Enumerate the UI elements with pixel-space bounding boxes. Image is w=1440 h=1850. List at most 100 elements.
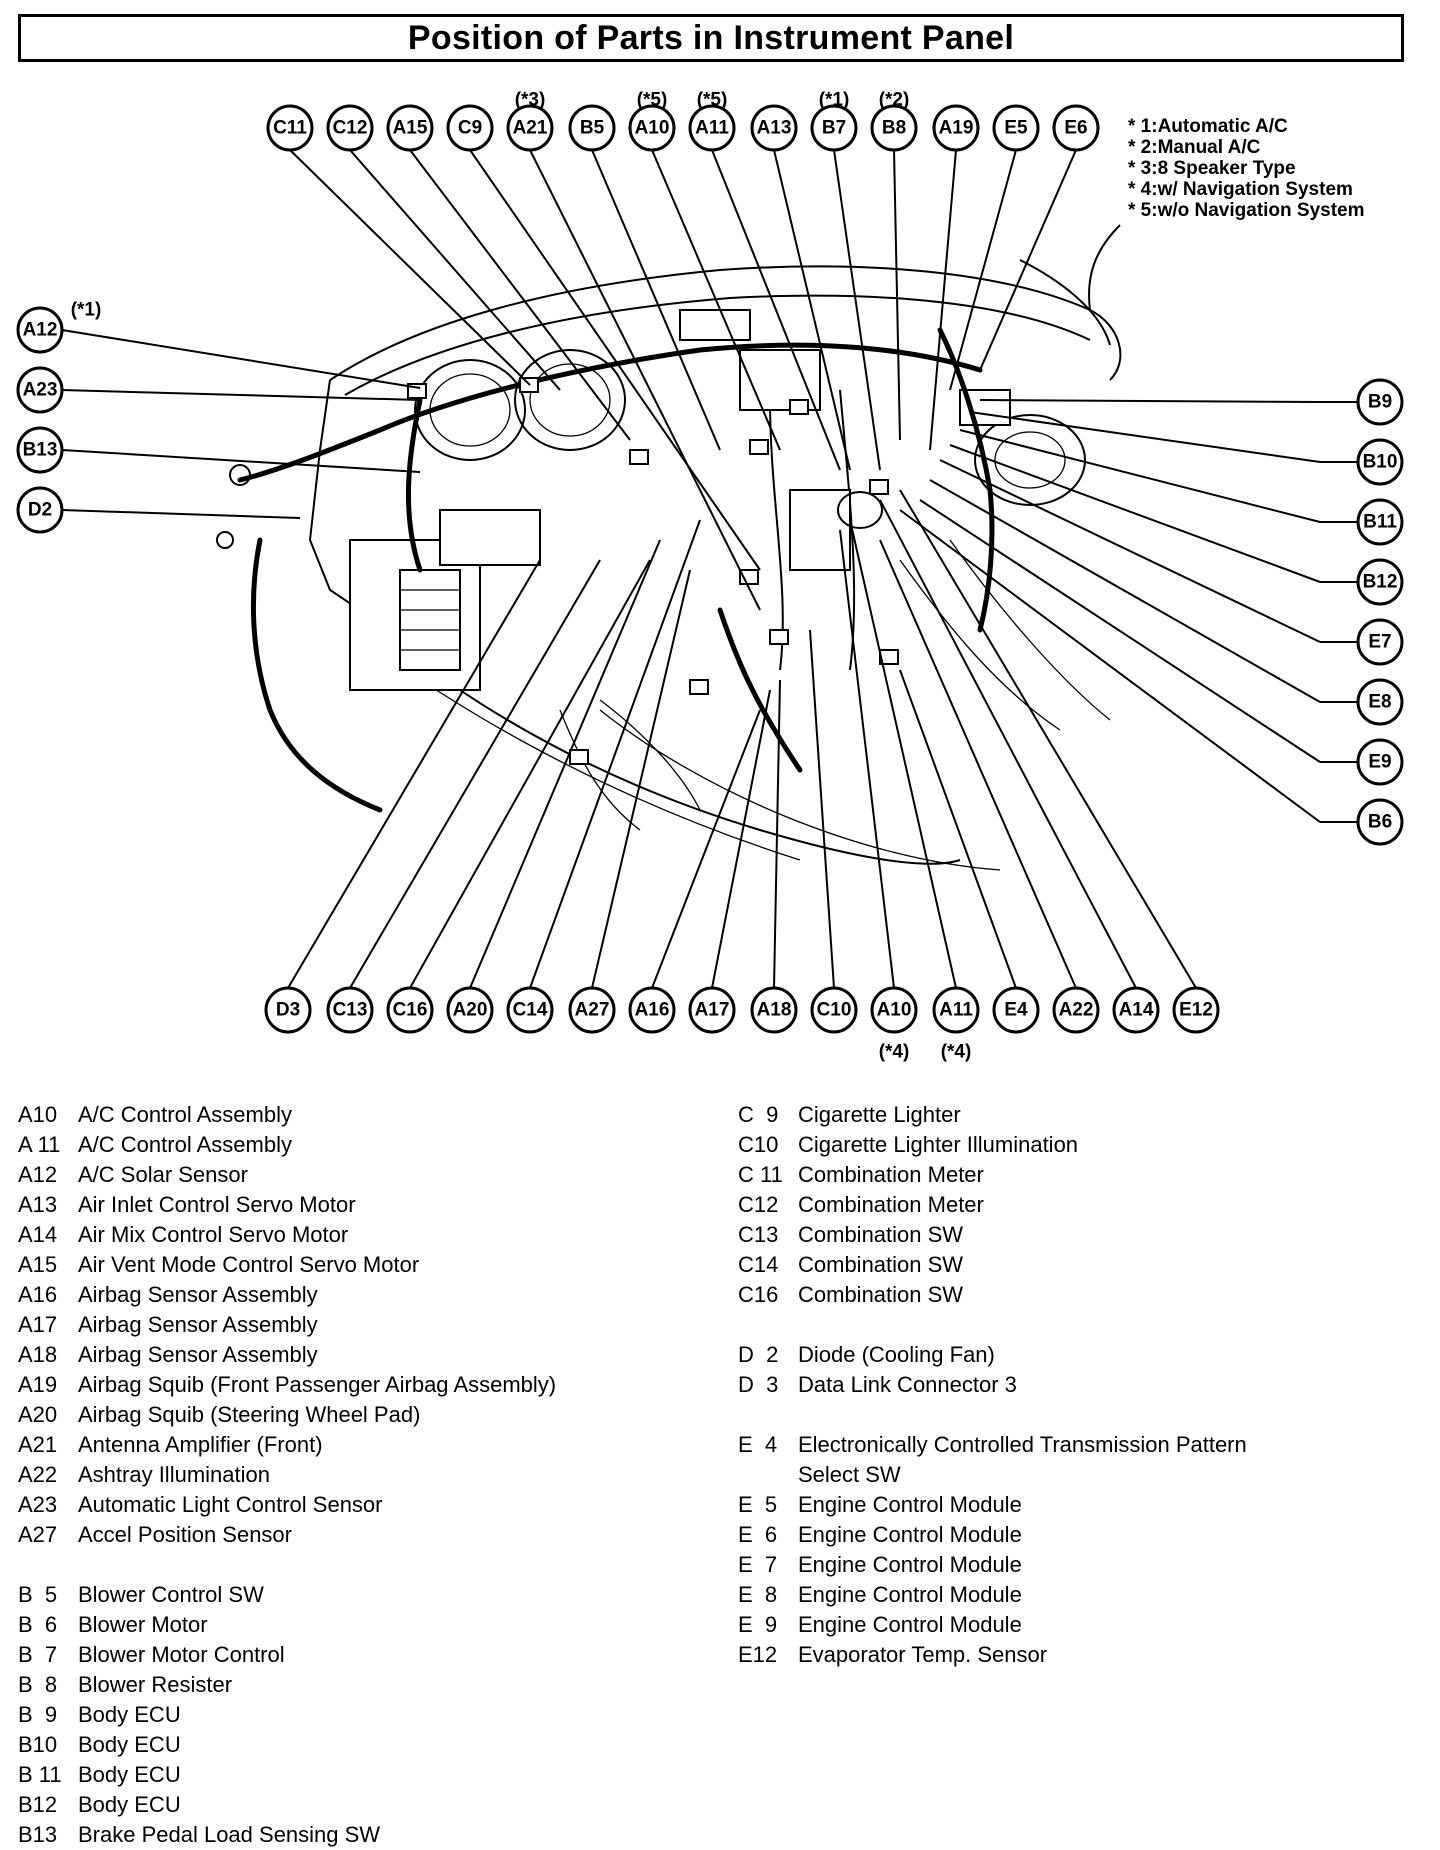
leader-line — [879, 499, 1137, 989]
part-code: C10 — [738, 1132, 779, 1157]
part-name: Combination SW — [798, 1222, 964, 1247]
part-code: E12 — [738, 1642, 778, 1667]
part-code: B13 — [18, 1822, 58, 1847]
callout-bottom-e12: E12 — [1172, 986, 1220, 1034]
legend-note-1: * 1:Automatic A/C — [1128, 116, 1288, 137]
leader-line — [949, 444, 1321, 583]
leader-line — [61, 329, 421, 389]
callout-top-b5: B5 — [568, 104, 616, 152]
part-code: A27 — [18, 1522, 58, 1547]
callout-top-a15: A15 — [386, 104, 434, 152]
part-code: C13 — [738, 1222, 779, 1247]
leader-line — [979, 399, 1321, 403]
part-name: Antenna Amplifier (Front) — [78, 1432, 323, 1457]
callout-label: B9 — [1368, 392, 1392, 413]
leader-line — [591, 149, 721, 451]
leader-line — [409, 559, 651, 989]
callout-note: (*1) — [819, 90, 850, 111]
part-name: Diode (Cooling Fan) — [798, 1342, 995, 1367]
list-item: E12 Evaporator Temp. Sensor — [738, 1640, 1428, 1670]
part-code: E 7 — [738, 1552, 778, 1577]
callout-label: A22 — [1059, 1000, 1094, 1021]
callout-label: B8 — [882, 118, 906, 139]
part-code: E 8 — [738, 1582, 778, 1607]
part-name: Airbag Sensor Assembly — [78, 1312, 318, 1337]
callout-label: B13 — [23, 440, 58, 461]
part-name: A/C Control Assembly — [78, 1102, 292, 1127]
part-code: B12 — [18, 1792, 58, 1817]
callout-bottom-a22: A22 — [1052, 986, 1100, 1034]
callout-bottom-a11: A11(*4) — [932, 986, 980, 1063]
list-item: A 11 A/C Control Assembly — [18, 1130, 718, 1160]
part-name: Electronically Controlled Transmission P… — [798, 1432, 1247, 1457]
part-code: C16 — [738, 1282, 779, 1307]
callout-circle — [688, 986, 736, 1034]
leader-line — [591, 569, 691, 989]
leader-line — [899, 669, 1017, 989]
part-code: C 9 — [738, 1102, 779, 1127]
part-code: A22 — [18, 1462, 58, 1487]
callout-right-b11: B11 — [1356, 498, 1404, 546]
callout-top-a10: A10(*5) — [628, 90, 676, 152]
callout-label: E8 — [1368, 692, 1391, 713]
callout-bottom-c13: C13 — [326, 986, 374, 1034]
callout-left-d2: D2 — [16, 486, 64, 534]
callout-label: B10 — [1363, 452, 1398, 473]
callout-label: B7 — [822, 118, 846, 139]
callout-note: (*4) — [941, 1042, 972, 1063]
part-code: A 11 — [18, 1132, 61, 1157]
callout-label: E5 — [1004, 118, 1028, 139]
callout-circle — [386, 986, 434, 1034]
part-name: Body ECU — [78, 1792, 181, 1817]
callout-top-c11: C11 — [266, 104, 314, 152]
leader-line — [949, 149, 1017, 391]
part-name: Combination SW — [798, 1282, 964, 1307]
callout-label: B11 — [1363, 512, 1397, 533]
part-name: Body ECU — [78, 1702, 181, 1727]
leader-line — [893, 149, 901, 441]
callout-label: B5 — [580, 118, 605, 139]
callout-circle — [628, 104, 676, 152]
callout-top-a13: A13 — [750, 104, 798, 152]
callout-label: C11 — [273, 118, 307, 139]
part-name: Evaporator Temp. Sensor — [798, 1642, 1048, 1667]
callout-top-e6: E6 — [1052, 104, 1100, 152]
callout-circle — [992, 986, 1040, 1034]
part-code: B 5 — [18, 1582, 58, 1607]
callout-label: B12 — [1363, 572, 1398, 593]
legend-note-3: * 3:8 Speaker Type — [1128, 158, 1296, 179]
callout-bottom-c10: C10 — [810, 986, 858, 1034]
callout-circle — [326, 986, 374, 1034]
callout-bottom-c14: C14 — [506, 986, 554, 1034]
leader-line — [809, 629, 835, 989]
callout-right-b12: B12 — [1356, 558, 1404, 606]
callout-right-b10: B10 — [1356, 438, 1404, 486]
callout-bottom-a10: A10(*4) — [870, 986, 918, 1063]
callout-bottom-a18: A18 — [750, 986, 798, 1034]
callout-circle — [688, 104, 736, 152]
callout-label: A10 — [877, 1000, 912, 1021]
callout-circle — [16, 306, 64, 354]
leader-line — [849, 519, 957, 989]
part-code: A17 — [18, 1312, 58, 1337]
callout-note: (*1) — [71, 300, 102, 321]
part-name: A/C Control Assembly — [78, 1132, 292, 1157]
callout-label: A23 — [23, 380, 58, 401]
part-name: Airbag Squib (Front Passenger Airbag Ass… — [78, 1372, 557, 1397]
callout-left-a12: A12(*1) — [16, 300, 102, 354]
